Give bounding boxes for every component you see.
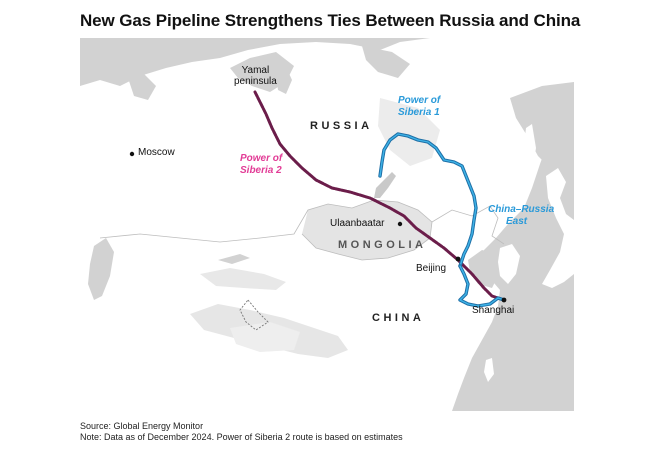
china-russia-east-label: China–Russia East bbox=[488, 204, 554, 228]
power-of-siberia-2-label: Power of Siberia 2 bbox=[240, 153, 282, 177]
shanghai-marker bbox=[501, 297, 507, 303]
ulaanbaatar-marker bbox=[397, 221, 403, 227]
map-footer: Source: Global Energy Monitor Note: Data… bbox=[80, 421, 403, 443]
country-label-russia: RUSSIA bbox=[310, 120, 373, 132]
map-canvas bbox=[80, 38, 574, 411]
yamal-label-line2: peninsula bbox=[234, 76, 277, 87]
pipeline-china-russia-east-inner bbox=[459, 265, 505, 307]
pipeline-map: Yamal peninsula RUSSIA MONGOLIA CHINA Mo… bbox=[80, 38, 574, 411]
power-of-siberia-2-line1: Power of bbox=[240, 153, 283, 164]
pipeline-power-of-siberia-2 bbox=[253, 90, 506, 302]
lake-baikal bbox=[374, 172, 396, 198]
country-label-mongolia: MONGOLIA bbox=[338, 239, 427, 251]
beijing-marker bbox=[455, 256, 461, 262]
korea bbox=[498, 244, 520, 284]
shanghai-label: Shanghai bbox=[472, 305, 515, 316]
china-russia-east-line1: China–Russia bbox=[488, 204, 555, 215]
terrain-siberia bbox=[378, 98, 440, 166]
sea-of-japan bbox=[508, 210, 564, 270]
yamal-peninsula-label: Yamal peninsula bbox=[234, 65, 277, 87]
sea-of-okhotsk bbox=[510, 82, 574, 170]
map-title: New Gas Pipeline Strengthens Ties Betwee… bbox=[80, 11, 581, 30]
china-russia-east-line2: East bbox=[506, 216, 528, 227]
terrain-tianshan bbox=[200, 268, 286, 290]
caspian-sea bbox=[88, 238, 114, 300]
source-note: Source: Global Energy Monitor bbox=[80, 421, 204, 431]
country-label-china: CHINA bbox=[372, 312, 425, 324]
lake-balkhash bbox=[218, 254, 250, 264]
yamal-label-line1: Yamal bbox=[241, 65, 270, 76]
data-note: Note: Data as of December 2024. Power of… bbox=[80, 432, 403, 442]
white-sea bbox=[128, 74, 156, 100]
power-of-siberia-2-line2: Siberia 2 bbox=[240, 165, 282, 176]
power-of-siberia-1-line2: Siberia 1 bbox=[398, 107, 440, 118]
ob-gulf bbox=[272, 58, 292, 94]
power-of-siberia-1-label: Power of Siberia 1 bbox=[398, 95, 440, 119]
power-of-siberia-1-line1: Power of bbox=[398, 95, 441, 106]
laptev-sea bbox=[362, 46, 410, 78]
sakhalin bbox=[524, 124, 536, 172]
border-kashmir bbox=[239, 299, 269, 331]
moscow-label: Moscow bbox=[138, 147, 175, 158]
moscow-marker bbox=[129, 151, 135, 157]
pipeline-power-of-siberia-1-inner bbox=[379, 133, 477, 267]
taiwan bbox=[484, 358, 494, 382]
beijing-label: Beijing bbox=[416, 263, 447, 274]
border-mongolia-china bbox=[301, 221, 433, 261]
terrain-tibet bbox=[230, 322, 300, 352]
japan bbox=[542, 168, 574, 288]
ulaanbaatar-label: Ulaanbaatar bbox=[330, 218, 385, 229]
